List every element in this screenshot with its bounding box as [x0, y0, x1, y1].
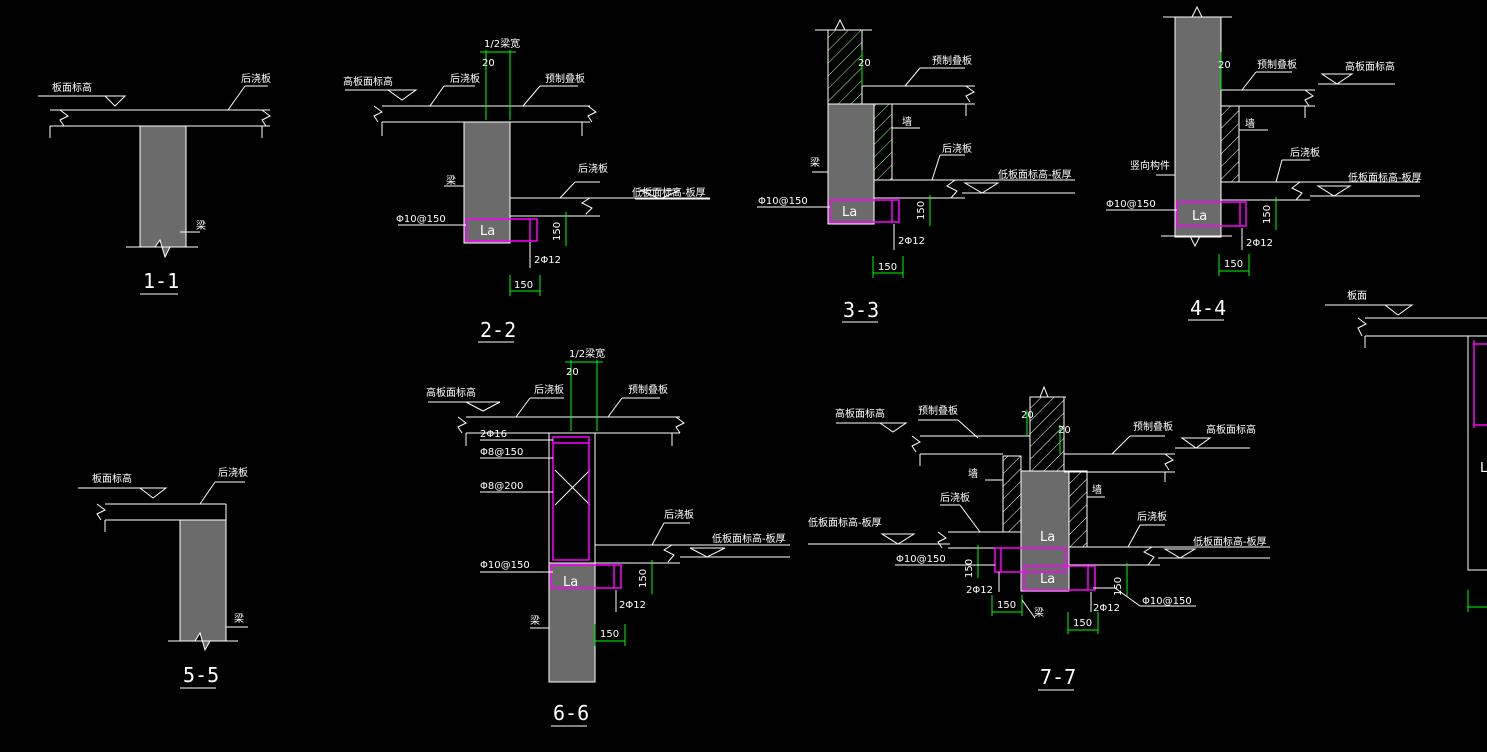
label-precast-7: 预制叠板 — [918, 404, 958, 417]
label-post-pour-3: 后浇板 — [942, 142, 972, 155]
label-high-slab-7: 高板面标高 — [835, 407, 885, 420]
label-post-pour-l-7: 后浇板 — [940, 491, 970, 504]
dim-150-4: 150 — [1224, 259, 1243, 270]
label-slab-top-1: 板面标高 — [52, 81, 92, 94]
dim-150b-2: 150 — [552, 222, 563, 241]
section-title-7-7: 7-7 — [1040, 665, 1076, 689]
section-4-4: 20 预制叠板 高板面标高 墙 竖向构件 后浇板 低板面标高-板厚 Φ10@15… — [1106, 5, 1422, 321]
label-stirrup8-150-6: Φ8@150 — [480, 447, 523, 458]
label-beam-2: 梁 — [446, 174, 456, 187]
section-2-2: 1/2梁宽 20 高板面标高 后浇板 预制叠板 梁 Φ10@150 La 后浇板… — [343, 37, 710, 343]
label-stirrup-4: Φ10@150 — [1106, 199, 1156, 210]
label-bars-2: 2Φ12 — [534, 255, 561, 266]
section-title-4-4: 4-4 — [1190, 296, 1226, 320]
label-la-6: La — [563, 575, 578, 590]
label-post-pour-r-7: 后浇板 — [1137, 510, 1167, 523]
label-bars-r-7: 2Φ12 — [1093, 603, 1120, 614]
label-post-pour-2: 后浇板 — [450, 72, 480, 85]
label-la-2: La — [480, 224, 495, 239]
dim-150b-3: 150 — [916, 201, 927, 220]
dim-150-r-7: 150 — [1113, 577, 1124, 596]
label-post-pour-4: 后浇板 — [1290, 146, 1320, 159]
label-precast-r-7: 预制叠板 — [1133, 420, 1173, 433]
label-high-slab-2: 高板面标高 — [343, 75, 393, 88]
label-slab-top-5: 板面标高 — [92, 472, 132, 485]
dim-20-3: 20 — [858, 58, 871, 69]
dim-150-bl-7: 150 — [997, 600, 1016, 611]
label-stirrup-l-7: Φ10@150 — [896, 554, 946, 565]
label-la-top-7: La — [1040, 530, 1055, 545]
label-stirrup-r-7: Φ10@150 — [1142, 596, 1192, 607]
section-title-1-1: 1-1 — [143, 269, 179, 293]
label-post-pour-5: 后浇板 — [218, 466, 248, 479]
label-la-3: La — [842, 205, 857, 220]
label-wall-r-7: 墙 — [1092, 483, 1102, 496]
label-stirrup-2: Φ10@150 — [396, 214, 446, 225]
label-high-slab-4: 高板面标高 — [1345, 60, 1395, 73]
dim-20a-7: 20 — [1021, 410, 1034, 421]
label-wall-4: 墙 — [1245, 117, 1255, 130]
label-high-slab-r-7: 高板面标高 — [1206, 423, 1256, 436]
label-stirrup8-200-6: Φ8@200 — [480, 481, 523, 492]
label-half-beam-2: 1/2梁宽 — [484, 37, 520, 50]
section-5-5: 板面标高 后浇板 梁 5-5 — [78, 466, 248, 689]
label-vertical-4: 竖向构件 — [1130, 159, 1170, 172]
label-low-slab-4: 低板面标高-板厚 — [1348, 171, 1422, 184]
section-title-5-5: 5-5 — [183, 663, 219, 687]
dim-150-6: 150 — [600, 629, 619, 640]
label-la-8: L — [1480, 461, 1487, 476]
label-low-slab-r-7: 低板面标高-板厚 — [1193, 535, 1267, 548]
section-6-6: 1/2梁宽 20 高板面标高 后浇板 预制叠板 2Φ16 Φ8@150 Φ8@2… — [426, 347, 790, 727]
dim-20-2: 20 — [482, 58, 495, 69]
label-beam-7: 梁 — [1034, 606, 1044, 619]
label-beam-3: 梁 — [810, 156, 820, 169]
dim-20-4: 20 — [1218, 60, 1231, 71]
label-precast-2: 预制叠板 — [545, 72, 585, 85]
dim-150-2: 150 — [514, 280, 533, 291]
label-half-beam-6: 1/2梁宽 — [569, 347, 605, 360]
dim-150b-4: 150 — [1262, 205, 1273, 224]
label-post-pour-6: 后浇板 — [534, 383, 564, 396]
label-precast-4: 预制叠板 — [1257, 58, 1297, 71]
label-bars16-6: 2Φ16 — [480, 429, 507, 440]
label-beam-1: 梁 — [196, 219, 206, 232]
label-post-pour-1: 后浇板 — [241, 72, 271, 85]
label-low-slab-2: 低板面标高-板厚 — [632, 186, 706, 199]
dim-150-l-7: 150 — [964, 559, 975, 578]
section-7-7: 高板面标高 预制叠板 20 20 预制叠板 高板面标高 墙 墙 后浇板 低板面标… — [808, 385, 1270, 691]
section-title-2-2: 2-2 — [480, 318, 516, 342]
label-post-pour2-2: 后浇板 — [578, 162, 608, 175]
section-title-3-3: 3-3 — [843, 298, 879, 322]
label-bars-3: 2Φ12 — [898, 236, 925, 247]
dim-20b-7: 20 — [1058, 425, 1071, 436]
label-beam-5: 梁 — [234, 612, 244, 625]
label-precast-6: 预制叠板 — [628, 383, 668, 396]
label-low-slab-3: 低板面标高-板厚 — [998, 168, 1072, 181]
dim-150-3: 150 — [878, 262, 897, 273]
dim-150-br-7: 150 — [1073, 618, 1092, 629]
section-3-3: 20 预制叠板 墙 梁 后浇板 低板面标高-板厚 Φ10@150 La 2Φ12… — [757, 18, 1075, 323]
label-la-4: La — [1192, 209, 1207, 224]
label-wall-l-7: 墙 — [968, 467, 978, 480]
label-bars-4: 2Φ12 — [1246, 238, 1273, 249]
label-la-bot-7: La — [1040, 572, 1055, 587]
label-high-slab-6: 高板面标高 — [426, 386, 476, 399]
label-precast-3: 预制叠板 — [932, 54, 972, 67]
dim-150b-6: 150 — [638, 569, 649, 588]
section-1-1: 板面标高 后浇板 梁 1-1 — [38, 72, 271, 295]
label-bars-l-7: 2Φ12 — [966, 585, 993, 596]
label-post-pour2-6: 后浇板 — [664, 508, 694, 521]
label-stirrup10-6: Φ10@150 — [480, 560, 530, 571]
dim-20-6: 20 — [566, 367, 579, 378]
label-bars12-6: 2Φ12 — [619, 600, 646, 611]
label-stirrup-3: Φ10@150 — [758, 196, 808, 207]
label-beam-6: 梁 — [530, 614, 540, 627]
section-title-6-6: 6-6 — [553, 701, 589, 725]
label-slab-8: 板面 — [1347, 289, 1367, 302]
label-low-slab-6: 低板面标高-板厚 — [712, 532, 786, 545]
label-low-slab-l-7: 低板面标高-板厚 — [808, 516, 882, 529]
label-wall-3: 墙 — [902, 115, 912, 128]
section-8-partial: 板面 L — [1325, 289, 1487, 612]
